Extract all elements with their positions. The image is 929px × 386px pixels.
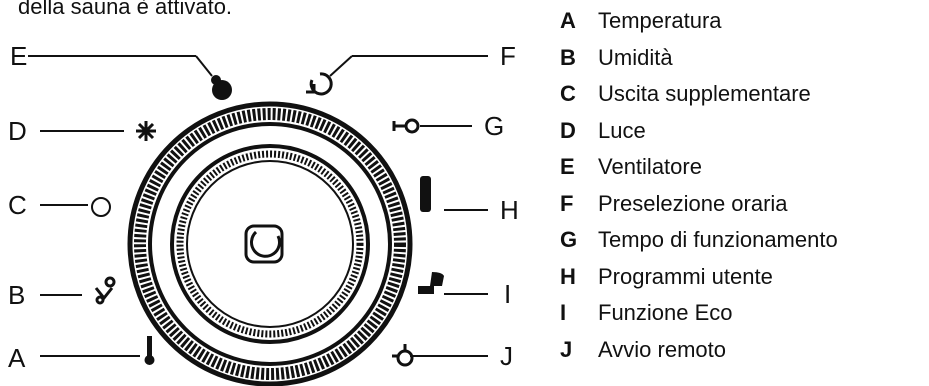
callout-letter-e: E — [10, 41, 28, 71]
legend-label: Preselezione oraria — [598, 190, 788, 216]
legend-key: B — [560, 44, 576, 70]
callout-letter-f: F — [500, 41, 516, 71]
legend-item: J Avvio remoto — [560, 337, 838, 374]
clock-icon — [306, 72, 333, 96]
remote-icon — [392, 344, 414, 367]
legend-label: Programmi utente — [598, 263, 773, 289]
legend-item: C Uscita supplementare — [560, 81, 838, 118]
legend-label: Ventilatore — [598, 154, 702, 179]
legend-key: A — [560, 8, 576, 33]
humidity-icon — [94, 276, 116, 305]
dial-knob-inner — [186, 160, 354, 328]
legend-key: H — [560, 263, 576, 289]
dial-knob-outer — [170, 144, 370, 344]
dial-inner-ring-edge — [148, 122, 392, 366]
legend-key: J — [560, 336, 573, 362]
legend-item: I Funzione Eco — [560, 300, 838, 337]
legend-label: Funzione Eco — [598, 300, 733, 325]
callout-letter-d: D — [8, 116, 27, 146]
legend-label: Luce — [598, 117, 646, 143]
light-icon — [136, 121, 156, 141]
legend-label: Tempo di funzionamento — [598, 227, 838, 252]
legend-key: I — [560, 300, 567, 325]
legend-label: Temperatura — [598, 8, 722, 33]
callout-letter-a: A — [8, 343, 26, 373]
callout-lines — [28, 55, 488, 357]
legend-item: B Umidità — [560, 45, 838, 82]
legend-list: A Temperatura B Umidità C Uscita supplement… — [560, 8, 838, 373]
legend-item: E Ventilatore — [560, 154, 838, 191]
legend-item: G Tempo di funzionamento — [560, 227, 838, 264]
legend-item: D Luce — [560, 118, 838, 155]
legend-label: Uscita supplementare — [598, 81, 811, 106]
legend-key: F — [560, 190, 574, 216]
fan-icon — [211, 75, 232, 100]
dial-outer-ring — [127, 101, 413, 386]
eco-icon — [418, 272, 444, 294]
power-icon — [244, 224, 284, 264]
legend-item: H Programmi utente — [560, 264, 838, 301]
legend-label: Avvio remoto — [598, 336, 726, 362]
callout-letter-c: C — [8, 190, 27, 220]
top-caption: della sauna è attivato. — [18, 0, 233, 19]
legend-key: D — [560, 117, 576, 143]
dial-knurled-ring — [134, 108, 406, 380]
key-icon — [392, 118, 420, 134]
callout-letter-b: B — [8, 280, 26, 310]
circle-outline-icon — [91, 197, 111, 217]
legend-item: A Temperatura — [560, 8, 838, 45]
legend-label: Umidità — [598, 44, 673, 70]
user-icon — [420, 176, 431, 212]
legend-key: C — [560, 81, 576, 106]
legend-item: F Preselezione oraria — [560, 191, 838, 228]
legend-key: E — [560, 154, 575, 179]
callout-letter-j: J — [500, 341, 513, 371]
callout-letter-g: G — [484, 111, 505, 141]
callout-letter-i: I — [504, 279, 512, 309]
callout-letter-h: H — [500, 195, 519, 225]
dial-knob-ridge — [176, 150, 364, 338]
thermometer-icon — [144, 336, 155, 365]
legend-key: G — [560, 227, 578, 252]
